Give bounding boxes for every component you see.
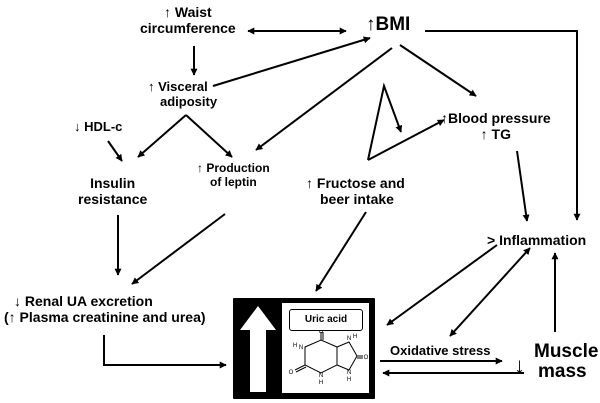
node-production-of-leptin: ↑ Production of leptin <box>197 161 270 190</box>
atom-label: N <box>299 345 303 351</box>
atom-label: N <box>347 370 351 376</box>
atom-label: O <box>364 355 369 361</box>
visceral-label-line2: adiposity <box>160 93 218 109</box>
atom-label: H <box>347 377 351 383</box>
node-bmi: ↑BMI <box>366 14 410 36</box>
oxidative-label: Oxidative stress <box>390 343 491 358</box>
renal-label-line2: (↑ Plasma creatinine and urea) <box>4 309 206 326</box>
arrow-inflammation-oxidative <box>449 247 531 337</box>
node-muscle-mass: ↓ Muscle mass <box>514 341 599 382</box>
leptin-label-line2: of leptin <box>210 174 257 189</box>
node-renal-ua-excretion: ↓ Renal UA excretion (↑ Plasma creatinin… <box>4 293 206 325</box>
arrow-fructose-bp <box>367 119 445 161</box>
atom-label: O <box>289 370 294 376</box>
leptin-label-line1: ↑ Production <box>197 161 270 175</box>
node-blood-pressure-tg: ↑Blood pressure ↑ TG <box>441 110 551 142</box>
node-insulin-resistance: Insulin resistance <box>78 175 147 207</box>
waist-label-line1: Waist <box>174 4 212 20</box>
arrow-bmi-bp <box>399 44 477 97</box>
insulin-label-line1: Insulin <box>90 175 136 191</box>
arrow-bmi-leptin <box>255 47 393 151</box>
bp-label-line1: ↑Blood pressure <box>441 110 551 126</box>
node-oxidative-stress: Oxidative stress <box>390 343 491 359</box>
atom-label: H <box>319 380 323 386</box>
muscle-label-line1: Muscle <box>534 341 599 362</box>
fructose-label-line1: ↑ Fructose and <box>306 175 405 191</box>
arrow-fructose-box <box>315 211 367 292</box>
inflammation-label: > Inflammation <box>487 232 587 248</box>
down-arrow-glyph: ↓ <box>514 353 525 378</box>
node-waist-circumference: ↑ Waist circumference <box>140 4 236 36</box>
atom-label: H <box>353 334 357 340</box>
arrow-fructose-bmi <box>367 82 403 161</box>
waist-label-line2: circumference <box>140 20 236 37</box>
bp-label-line2: ↑ TG <box>480 126 512 143</box>
arrow-inflammation-box <box>386 244 498 326</box>
up-arrow-glyph: ↑ <box>366 14 376 35</box>
large-up-arrow-icon <box>240 306 276 392</box>
arrow-visceral-bmi <box>212 36 371 87</box>
uric-acid-molecule-icon: O H N O H N O N H N H <box>289 330 369 386</box>
arrow-hdl-insulin <box>107 140 123 162</box>
fructose-label-line2: beer intake <box>320 191 394 208</box>
node-hdl-c: ↓ HDL-c <box>74 119 123 135</box>
muscle-label-line2: mass <box>538 360 587 382</box>
renal-label-line1: ↓ Renal UA excretion <box>14 293 153 309</box>
arrow-visceral-insulin <box>137 114 187 158</box>
up-arrow-glyph: ↑ <box>164 4 171 20</box>
arrow-leptin-renal <box>131 213 226 285</box>
atom-label: H <box>293 343 297 349</box>
atom-label: O <box>319 330 324 335</box>
up-arrow-glyph: ↑ <box>148 79 155 94</box>
arrow-bmi-inflammation <box>425 30 581 221</box>
atom-label: N <box>319 373 323 379</box>
down-arrow-glyph: ↓ <box>74 119 81 134</box>
insulin-label-line2: resistance <box>78 191 148 208</box>
node-inflammation: > Inflammation <box>487 232 586 248</box>
arrow-bp-inflammation <box>516 150 530 222</box>
atom-label: N <box>347 336 351 342</box>
node-fructose-beer-intake: ↑ Fructose and beer intake <box>306 175 405 207</box>
arrow-visceral-leptin <box>185 114 233 158</box>
arrow-renal-box <box>103 335 227 369</box>
hdl-label: HDL-c <box>84 119 123 134</box>
visceral-label-line1: Visceral <box>158 79 208 94</box>
node-visceral-adiposity: ↑ Visceral adiposity <box>148 79 218 110</box>
bmi-label: BMI <box>375 14 411 35</box>
uric-acid-label: Uric acid <box>289 309 363 331</box>
